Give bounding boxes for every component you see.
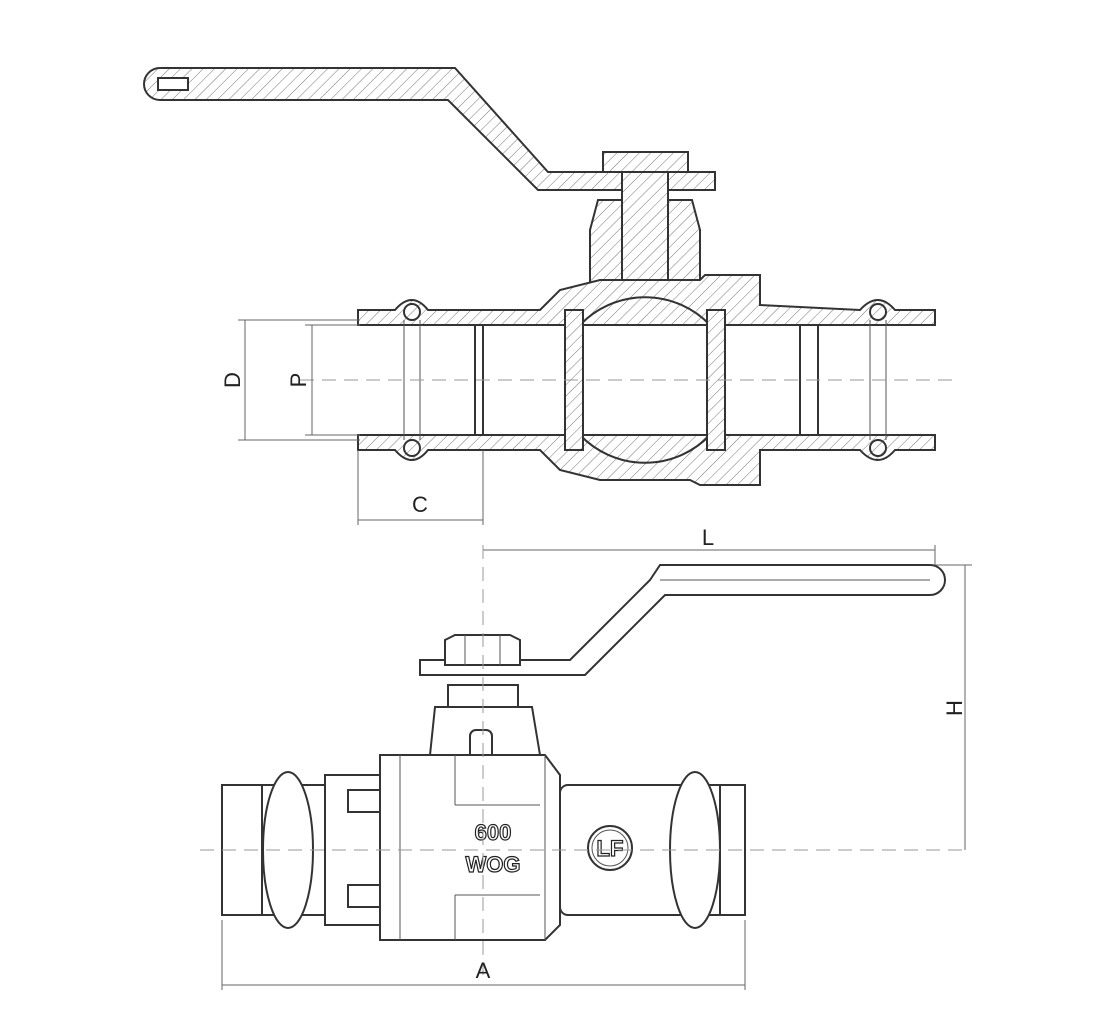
lead-free-marking: LF xyxy=(597,836,624,861)
dimension-label-c: C xyxy=(412,492,428,517)
nut-lug-top xyxy=(347,789,383,813)
section-handle xyxy=(143,67,716,191)
hex-nut xyxy=(444,634,521,666)
dimension-h: H xyxy=(935,564,972,850)
dimension-label-h: H xyxy=(942,700,967,716)
dimension-label-a: A xyxy=(476,958,491,983)
o-ring-right-top xyxy=(869,303,887,321)
dimension-p: P xyxy=(286,324,360,436)
pressure-marking: 600 xyxy=(475,820,512,845)
valve-body xyxy=(379,754,561,941)
dimension-d: D xyxy=(220,319,360,441)
lever-handle xyxy=(419,564,946,676)
dimension-label-d: D xyxy=(220,372,245,388)
rating-marking: WOG xyxy=(466,852,521,877)
dimension-label-l: L xyxy=(702,525,714,550)
o-ring-right-bottom xyxy=(869,439,887,457)
dimension-l: L xyxy=(483,525,936,565)
handle-end-slot xyxy=(157,77,189,91)
exterior-view: 600 WOG LF xyxy=(200,545,965,975)
dimension-c: C xyxy=(357,450,484,525)
section-view xyxy=(143,67,960,486)
dimension-a: A xyxy=(221,920,746,990)
nut-lug-bottom xyxy=(347,884,383,908)
dimension-label-p: P xyxy=(286,373,311,388)
stem-nut xyxy=(602,151,689,173)
o-ring-left-top xyxy=(403,303,421,321)
lead-free-logo xyxy=(587,825,633,871)
o-ring-left-bottom xyxy=(403,439,421,457)
